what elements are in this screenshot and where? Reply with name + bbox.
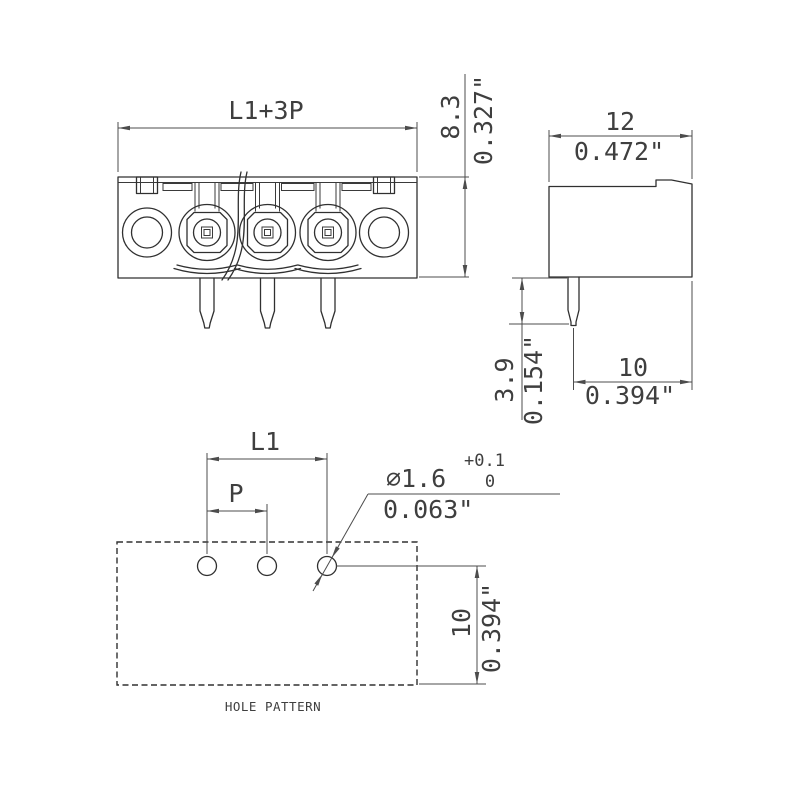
hp-dia-tol-lower: 0 xyxy=(485,472,495,492)
front-view-drawing xyxy=(117,171,418,329)
hole-2 xyxy=(256,555,278,577)
dim-front-length: L1+3P xyxy=(117,96,418,172)
dim-side-pin-offset: 10 0.394" xyxy=(573,281,693,410)
hole-pattern-drawing: HOLE PATTERN xyxy=(116,541,418,714)
front-height-inch: 0.327" xyxy=(469,75,498,165)
break-line xyxy=(221,171,242,281)
hole-1 xyxy=(196,555,218,577)
dim-hp-length: L1 xyxy=(206,427,328,554)
hp-dia-inch: 0.063" xyxy=(383,495,473,524)
dim-hp-row-offset: 10 0.394" xyxy=(336,565,506,685)
hp-row-mm: 10 xyxy=(447,608,476,638)
side-offset-inch: 0.394" xyxy=(585,381,675,410)
dim-side-width: 12 0.472" xyxy=(548,107,693,182)
front-length-label: L1+3P xyxy=(228,96,303,125)
dim-hp-diameter: ⌀1.6 +0.1 0 0.063" xyxy=(312,451,560,592)
break-line xyxy=(227,171,248,281)
side-pin-mm: 3.9 xyxy=(490,357,519,402)
side-offset-mm: 10 xyxy=(618,353,648,382)
side-width-mm: 12 xyxy=(605,107,635,136)
front-height-mm: 8.3 xyxy=(436,94,465,139)
hole-pattern-caption: HOLE PATTERN xyxy=(225,699,321,714)
hp-dia-value: ⌀1.6 xyxy=(386,464,446,493)
hp-length-label: L1 xyxy=(250,427,280,456)
hp-dia-tol-upper: +0.1 xyxy=(464,451,505,471)
hp-row-inch: 0.394" xyxy=(477,583,506,673)
dim-front-height: 8.3 0.327" xyxy=(419,74,498,278)
dim-side-pin-length: 3.9 0.154" xyxy=(490,277,569,425)
dim-hp-pitch: P xyxy=(207,479,268,554)
side-width-inch: 0.472" xyxy=(574,137,664,166)
side-pin-inch: 0.154" xyxy=(519,335,548,425)
side-view-drawing xyxy=(548,179,693,327)
hp-pitch-label: P xyxy=(228,479,243,508)
